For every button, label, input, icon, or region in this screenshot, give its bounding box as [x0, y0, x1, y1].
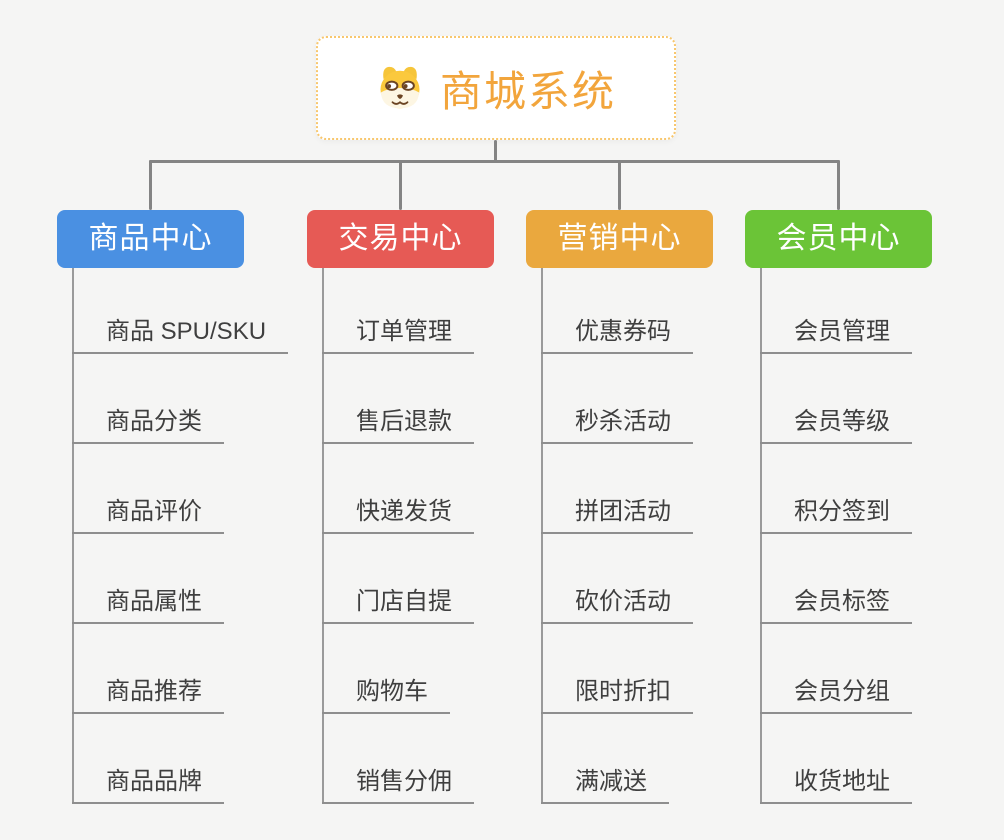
connector-branch-stub — [149, 160, 152, 210]
child-node[interactable]: 售后退款 — [322, 402, 474, 444]
child-node[interactable]: 秒杀活动 — [541, 402, 693, 444]
child-node[interactable]: 商品品牌 — [72, 762, 224, 804]
child-node[interactable]: 会员管理 — [760, 312, 912, 354]
child-node[interactable]: 商品 SPU/SKU — [72, 312, 289, 354]
connector-branch-stub — [399, 160, 402, 210]
branch-node-trade-center[interactable]: 交易中心 — [307, 210, 494, 268]
child-node[interactable]: 商品评价 — [72, 492, 224, 534]
connector-child-trunk — [322, 268, 324, 804]
child-node[interactable]: 拼团活动 — [541, 492, 693, 534]
child-node[interactable]: 会员分组 — [760, 672, 912, 714]
branch-node-member-center[interactable]: 会员中心 — [745, 210, 932, 268]
child-node[interactable]: 销售分佣 — [322, 762, 474, 804]
dog-face-icon — [376, 65, 424, 111]
connector-child-trunk — [541, 268, 543, 804]
child-node[interactable]: 购物车 — [322, 672, 450, 714]
root-node[interactable]: 商城系统 — [316, 36, 676, 140]
connector-horizontal — [149, 160, 840, 163]
connector-child-trunk — [760, 268, 762, 804]
connector-child-trunk — [72, 268, 74, 804]
child-node[interactable]: 商品属性 — [72, 582, 224, 624]
child-node[interactable]: 商品推荐 — [72, 672, 224, 714]
connector-branch-stub — [618, 160, 621, 210]
child-node[interactable]: 限时折扣 — [541, 672, 693, 714]
child-node[interactable]: 砍价活动 — [541, 582, 693, 624]
child-node[interactable]: 收货地址 — [760, 762, 912, 804]
child-node[interactable]: 商品分类 — [72, 402, 224, 444]
child-node[interactable]: 门店自提 — [322, 582, 474, 624]
child-node[interactable]: 会员标签 — [760, 582, 912, 624]
connector-branch-stub — [837, 160, 840, 210]
connector-root-stem — [494, 140, 497, 162]
child-node[interactable]: 订单管理 — [322, 312, 474, 354]
child-node[interactable]: 满减送 — [541, 762, 669, 804]
child-node[interactable]: 会员等级 — [760, 402, 912, 444]
child-node[interactable]: 快递发货 — [322, 492, 474, 534]
child-node[interactable]: 积分签到 — [760, 492, 912, 534]
branch-node-marketing-center[interactable]: 营销中心 — [526, 210, 713, 268]
branch-node-product-center[interactable]: 商品中心 — [57, 210, 244, 268]
child-node[interactable]: 优惠券码 — [541, 312, 693, 354]
root-title: 商城系统 — [439, 67, 616, 115]
